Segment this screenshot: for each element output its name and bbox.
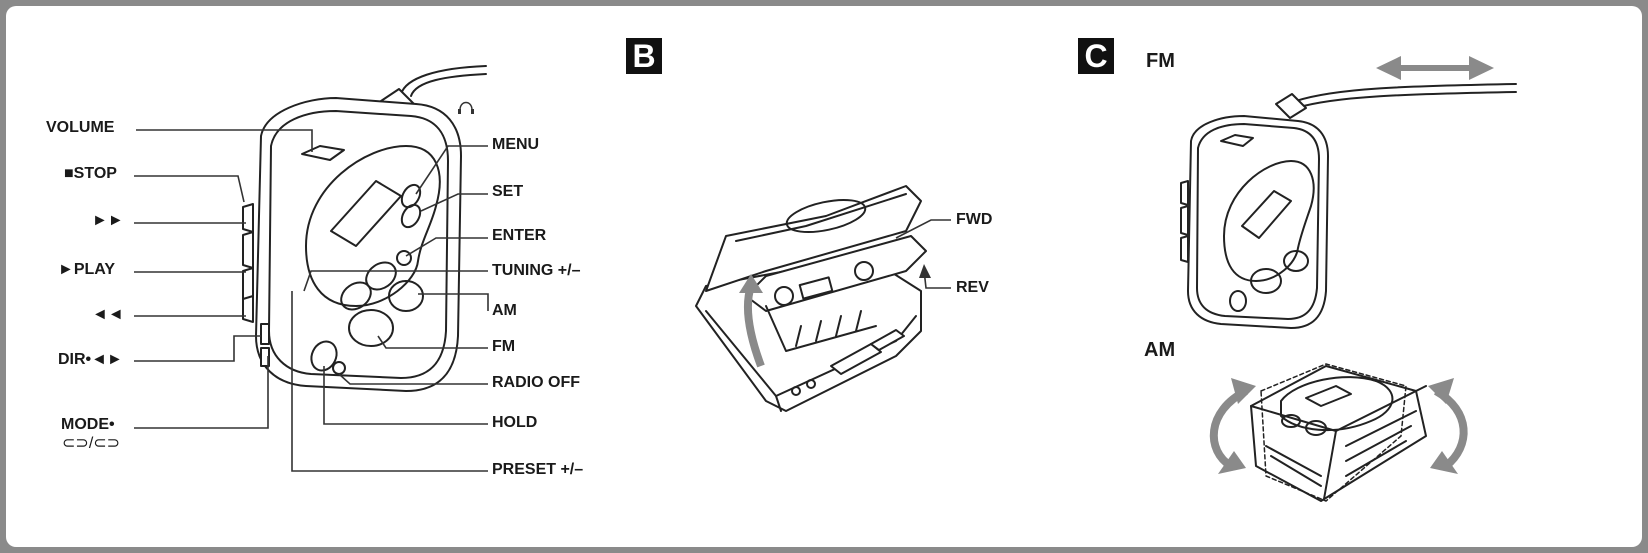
label-fwd: FWD <box>956 211 993 228</box>
label-fm: FM <box>492 338 516 355</box>
label-radio-off: RADIO OFF <box>492 374 580 391</box>
panel-b-drawing <box>695 185 951 412</box>
cable-stretch-arrow <box>1376 56 1494 80</box>
label-stop: ■STOP <box>64 165 117 182</box>
display-bezel <box>305 145 441 307</box>
headphone-icon <box>459 101 473 111</box>
panel-c-drawing <box>1180 56 1517 502</box>
label-preset: PRESET +/– <box>492 461 584 478</box>
label-enter: ENTER <box>492 227 547 244</box>
label-rewind: ◄◄ <box>92 306 124 323</box>
label-volume: VOLUME <box>46 119 115 136</box>
label-tuning: TUNING +/– <box>492 262 581 279</box>
panel-b-badge: B <box>626 38 662 74</box>
menu-button <box>400 183 422 209</box>
panel-c-badge: C <box>1078 38 1114 74</box>
diagram-frame: VOLUME ■STOP ►► ►PLAY ◄◄ DIR•◄► MODE• ⊂⊃… <box>6 6 1642 547</box>
cassette-tape <box>745 235 927 312</box>
label-fm-section: FM <box>1146 50 1175 72</box>
hold-switch <box>310 340 338 372</box>
open-lid <box>705 185 922 292</box>
stop-button <box>242 203 254 233</box>
label-am: AM <box>492 302 517 319</box>
label-mode: MODE• <box>61 416 115 433</box>
label-fast-forward: ►► <box>92 212 124 229</box>
fm-device <box>1180 115 1329 329</box>
fwd-leader <box>895 219 951 239</box>
fm-button <box>348 309 394 347</box>
label-dir: DIR•◄► <box>58 351 123 368</box>
rotate-arrows <box>1209 378 1468 474</box>
label-hold: HOLD <box>492 414 538 431</box>
panel-a-drawing <box>134 65 489 472</box>
label-set: SET <box>492 183 524 200</box>
lcd-display <box>330 180 402 247</box>
label-mode-icons: ⊂⊃/⊂⊃ <box>62 435 121 452</box>
headphone-cable <box>410 73 487 97</box>
label-menu: MENU <box>492 136 540 153</box>
am-button <box>388 280 424 312</box>
label-rev: REV <box>956 279 989 296</box>
mode-switch <box>260 347 270 367</box>
ff-button <box>242 231 254 269</box>
am-device <box>1250 363 1427 502</box>
set-button <box>400 203 422 229</box>
dir-switch <box>260 323 270 345</box>
label-am-section: AM <box>1144 339 1176 361</box>
enter-button <box>396 250 412 266</box>
label-play: ►PLAY <box>58 261 116 278</box>
